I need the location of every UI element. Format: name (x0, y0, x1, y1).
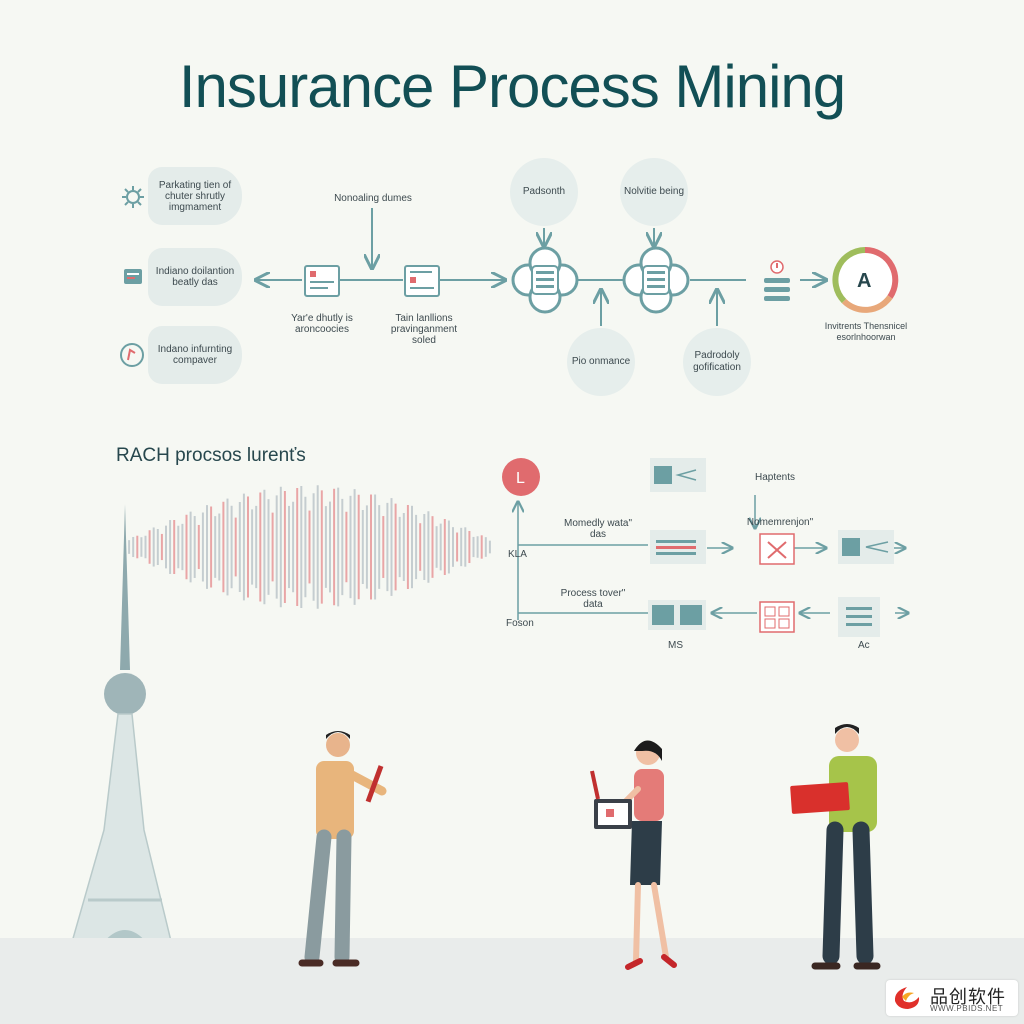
bubble-top-1: Padsonth (510, 158, 578, 226)
ground (0, 938, 1024, 1024)
row2-label: Process tover" data (560, 588, 626, 610)
document-icon-2 (404, 265, 440, 297)
section-title: RACH procsos lurenťs (116, 445, 306, 466)
checklist-icon (759, 533, 795, 565)
input-tag-3: Indano infurnting compaver (148, 326, 242, 384)
alert-stack-icon (764, 260, 790, 301)
input-tag-2: Indiano doilantion beatly das (148, 248, 242, 306)
data-card-icon-4 (648, 600, 706, 630)
bubble-bottom-2: Padrodoly gofification (683, 328, 751, 396)
bubble-top-2: Nolvitie being (620, 158, 688, 226)
data-card-icon-1 (650, 458, 706, 492)
alert-marker-icon: L (502, 458, 540, 496)
person-man-tablet (298, 731, 387, 967)
signal-waveform (124, 485, 491, 609)
grid-form-icon (759, 601, 795, 633)
input-tag-1: Parkating tien of chuter shrutly imgmame… (148, 167, 242, 225)
doc2-label: Tain lanllions pravinganment soled (390, 313, 458, 346)
page-title: Insurance Process Mining (178, 53, 846, 120)
document-icon-1 (304, 265, 340, 297)
gear-icon (122, 186, 144, 208)
document-stack-icon (124, 269, 142, 284)
watermark: 品创软件 WWW.PBIDS.NET (886, 980, 1018, 1016)
right-mid-label: Nomemrenjon" (746, 517, 814, 528)
data-card-icon-3 (838, 530, 894, 564)
brand-logo-icon (894, 987, 920, 1009)
axis-label: KLA (508, 549, 527, 560)
watermark-text: 品创软件 (930, 987, 1006, 1007)
score-label: Invitrents Thensnicel esorlnhoorwan (824, 321, 908, 342)
row2-left-label: Foson (506, 618, 534, 629)
data-card-icon-5 (838, 597, 880, 637)
doc1-label: Yar'e dhutly is aroncoocies (291, 313, 353, 335)
bubble-bottom-1: Pio onmance (567, 328, 635, 396)
label-ms: MS (668, 640, 683, 651)
right-top-label: Haptents (754, 472, 796, 483)
score-letter: A (857, 270, 871, 292)
row1-label: Momedly wata" das (563, 518, 633, 540)
watermark-url: WWW.PBIDS.NET (930, 1004, 1004, 1013)
label-ac: Ac (858, 640, 870, 651)
score-gauge-icon: A (832, 246, 899, 313)
data-card-icon-2 (650, 530, 706, 564)
database-icon-2 (622, 246, 690, 314)
bottom-flow-connectors (490, 495, 930, 620)
refresh-icon (120, 343, 144, 367)
person-man-laptop (790, 724, 881, 970)
broadcast-tower-icon (62, 504, 188, 974)
person-woman-tablet (590, 740, 677, 970)
top-flow-connectors (0, 208, 1024, 326)
alert-marker-letter: L (516, 470, 525, 487)
database-icon-1 (511, 246, 579, 314)
top-label: Nonoaling dumes (334, 193, 412, 204)
